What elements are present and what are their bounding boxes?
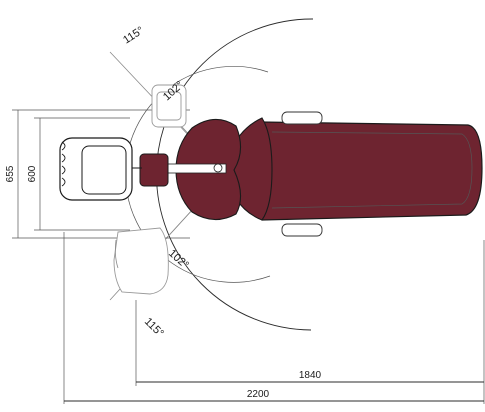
angle-label-outer-bottom: 115° <box>142 316 166 340</box>
chair-seat <box>249 121 483 221</box>
dim-label-2200: 2200 <box>247 389 270 400</box>
angle-label-outer-top: 115° <box>121 25 146 47</box>
dim-label-655: 655 <box>5 165 16 182</box>
right-armrest <box>281 223 323 237</box>
control-unit <box>139 153 169 187</box>
left-armrest <box>281 111 323 125</box>
upper-stool-outline <box>151 84 187 128</box>
lower-stool-outline <box>113 227 169 295</box>
doctor-stool <box>59 137 142 201</box>
dim-label-1840: 1840 <box>299 370 322 381</box>
headrest-pivot <box>213 163 223 173</box>
dim-label-600: 600 <box>27 165 38 182</box>
seat-inner-seam <box>271 131 473 209</box>
length-dimension-lines <box>63 232 485 404</box>
